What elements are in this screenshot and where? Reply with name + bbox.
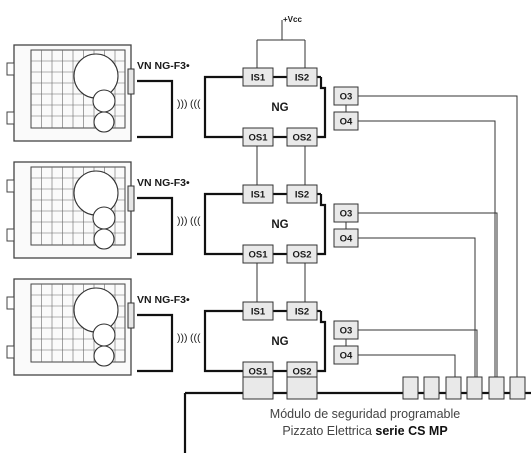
safety-module-icon <box>242 376 526 400</box>
actuator-link <box>137 79 174 139</box>
output-wire-o4 <box>358 237 476 377</box>
vcc-supply: +Vcc <box>256 15 306 66</box>
sensor-label: NG <box>271 102 288 114</box>
terminal-is1-label: IS1 <box>251 73 266 84</box>
actuator-tab <box>127 185 135 212</box>
sensor-label: NG <box>271 219 288 231</box>
terminal-is1-label: IS1 <box>251 307 266 318</box>
terminal-os1-label: OS1 <box>248 250 268 261</box>
fan-icon <box>73 53 119 133</box>
terminal-os1-box <box>242 244 274 264</box>
device-label: VN NG-F3• <box>137 177 190 189</box>
terminal-o3-label: O3 <box>340 209 353 220</box>
terminal-is1-box <box>242 67 274 87</box>
hinge <box>6 179 15 193</box>
signal-in-icon: ((( <box>190 215 201 227</box>
terminal-is2-box <box>286 67 318 87</box>
module-caption-line2: Pizzato Elettrica serie CS MP <box>282 424 447 438</box>
device-label: VN NG-F3• <box>137 294 190 306</box>
module-output-terminal <box>445 376 462 400</box>
door-unit-icon <box>6 161 135 259</box>
module-output-terminal <box>466 376 483 400</box>
sensor-bracket <box>203 192 243 256</box>
output-wire-o3 <box>358 329 478 377</box>
terminal-is2-label: IS2 <box>295 307 309 318</box>
terminal-is1-label: IS1 <box>251 190 266 201</box>
terminal-o4-label: O4 <box>340 117 353 128</box>
terminal-is2-box <box>286 301 318 321</box>
terminal-os2-box <box>286 127 318 147</box>
terminal-o3-label: O3 <box>340 326 353 337</box>
hinge <box>6 345 15 359</box>
signal-out-icon: ))) <box>177 215 188 227</box>
hinge <box>6 62 15 76</box>
hinge <box>6 296 15 310</box>
vcc-label: +Vcc <box>283 15 302 24</box>
module-input-terminal-1 <box>242 376 274 400</box>
output-wire-o3 <box>358 212 498 377</box>
hinge <box>6 228 15 242</box>
grid-panel <box>30 49 126 129</box>
actuator-link <box>137 313 174 373</box>
output-wire-o4 <box>358 354 456 377</box>
terminal-os2-label: OS2 <box>292 133 311 144</box>
safety-module: Módulo de seguridad programable Pizzato … <box>183 376 531 453</box>
terminal-os1-label: OS1 <box>248 133 268 144</box>
fan-icon <box>73 287 119 367</box>
device-label: VN NG-F3• <box>137 60 190 72</box>
signal-out-icon: ))) <box>177 332 188 344</box>
actuator-tab <box>127 302 135 329</box>
sensor-label: NG <box>271 336 288 348</box>
grid-panel <box>30 166 126 246</box>
module-output-terminal <box>509 376 526 400</box>
terminal-o4-label: O4 <box>340 351 353 362</box>
output-wire-o4 <box>358 120 496 377</box>
door-unit-icon <box>6 278 135 376</box>
module-output-terminal <box>488 376 505 400</box>
terminal-o3-label: O3 <box>340 92 353 103</box>
sensor-bracket <box>203 75 243 139</box>
door-unit-icon <box>6 44 135 142</box>
module-input-terminal-2 <box>286 376 318 400</box>
terminal-is1-box <box>242 184 274 204</box>
actuator-tab <box>127 68 135 95</box>
terminal-os2-label: OS2 <box>292 250 311 261</box>
terminal-is2-label: IS2 <box>295 190 309 201</box>
terminal-is2-label: IS2 <box>295 73 309 84</box>
terminal-is1-box <box>242 301 274 321</box>
module-caption-line1: Módulo de seguridad programable <box>270 407 460 421</box>
hinge <box>6 111 15 125</box>
terminal-os1-box <box>242 127 274 147</box>
terminal-is2-box <box>286 184 318 204</box>
terminal-os2-box <box>286 244 318 264</box>
terminal-os2-label: OS2 <box>292 367 311 378</box>
signal-in-icon: ((( <box>190 332 201 344</box>
terminal-os1-label: OS1 <box>248 367 268 378</box>
grid-panel <box>30 283 126 363</box>
actuator-link <box>137 196 174 256</box>
module-output-terminal <box>423 376 440 400</box>
signal-in-icon: ((( <box>190 98 201 110</box>
fan-icon <box>73 170 119 250</box>
terminal-o4-label: O4 <box>340 234 353 245</box>
sensor-bracket <box>203 309 243 373</box>
output-wire-o3 <box>358 95 518 377</box>
module-output-terminal <box>402 376 419 400</box>
signal-out-icon: ))) <box>177 98 188 110</box>
